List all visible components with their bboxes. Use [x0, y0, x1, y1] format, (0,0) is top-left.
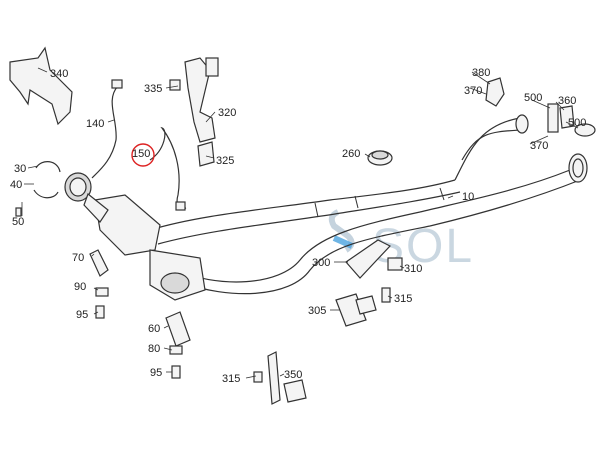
oxygen-sensor-140 — [91, 79, 123, 179]
callout-10: 10 — [462, 191, 474, 203]
callout-380: 380 — [472, 67, 490, 79]
callout-30: 30 — [14, 163, 26, 175]
highlight-circle — [131, 143, 155, 167]
callout-260: 260 — [342, 148, 360, 160]
callout-95-upper: 95 — [76, 309, 88, 321]
callout-95-lower: 95 — [150, 367, 162, 379]
bracket-340 — [9, 46, 73, 126]
main-exhaust-pipe — [149, 114, 588, 295]
callout-315-bottom: 315 — [222, 373, 240, 385]
callout-370-upper: 370 — [464, 85, 482, 97]
callout-50: 50 — [12, 216, 24, 228]
rubber-mount-260 — [367, 150, 393, 166]
callout-60: 60 — [148, 323, 160, 335]
callout-310: 310 — [404, 263, 422, 275]
bracket-320 — [169, 57, 219, 167]
callout-360: 360 — [558, 95, 576, 107]
hanger-380-370 — [485, 77, 505, 107]
callout-500-lower: 500 — [568, 117, 586, 129]
callout-300: 300 — [312, 257, 330, 269]
bracket-300 — [345, 239, 403, 279]
callout-335: 335 — [144, 83, 162, 95]
clamp-305 — [335, 287, 391, 327]
callout-315-right: 315 — [394, 293, 412, 305]
callout-325: 325 — [216, 155, 234, 167]
callout-40: 40 — [10, 179, 22, 191]
callout-305: 305 — [308, 305, 326, 317]
callout-370-lower: 370 — [530, 140, 548, 152]
leader-lines — [21, 67, 579, 379]
bracket-70 — [89, 249, 109, 319]
hanger-500-360 — [547, 103, 596, 137]
oxygen-sensor-150 — [149, 126, 187, 211]
callout-340: 340 — [50, 68, 68, 80]
callout-350: 350 — [284, 369, 302, 381]
callout-70: 70 — [72, 252, 84, 264]
callout-140: 140 — [86, 118, 104, 130]
callout-90: 90 — [74, 281, 86, 293]
callout-labels: 340 140 150 335 320 325 30 40 50 260 10 … — [10, 67, 586, 385]
bracket-350 — [253, 351, 307, 405]
callout-320: 320 — [218, 107, 236, 119]
callout-150: 150 — [132, 148, 150, 160]
callout-500-upper: 500 — [524, 92, 542, 104]
catalytic-converter-upper — [64, 172, 161, 256]
bracket-60 — [165, 311, 191, 379]
catalytic-converter-lower — [149, 249, 206, 301]
callout-80: 80 — [148, 343, 160, 355]
